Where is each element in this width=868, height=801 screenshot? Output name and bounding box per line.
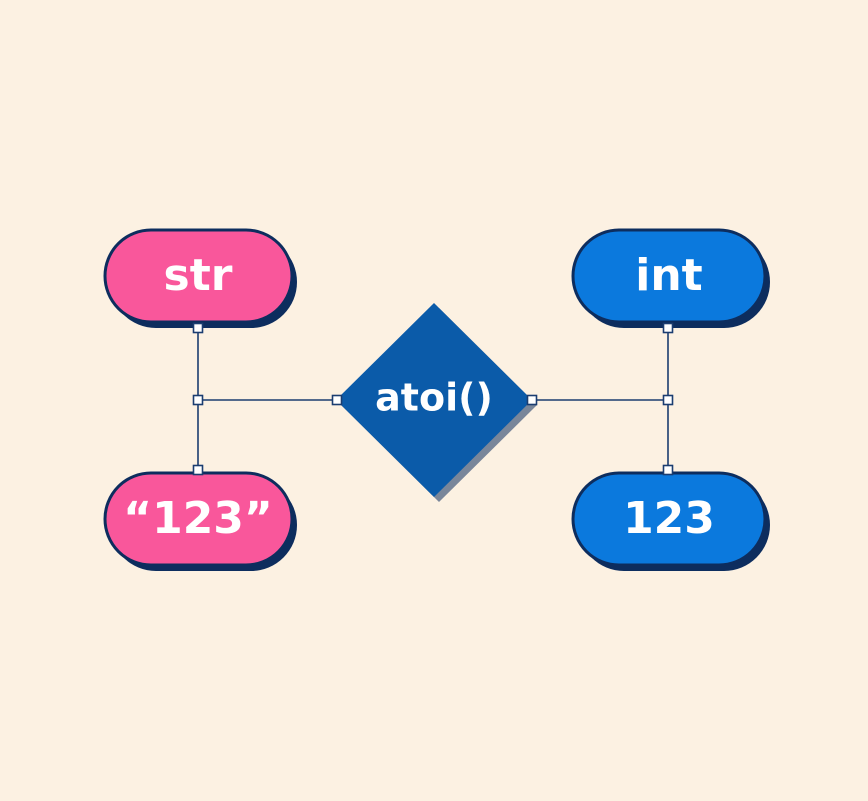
anchor-str-bottom[interactable] [192,322,204,334]
anchor-diamond-right[interactable] [526,394,538,406]
anchor-strvalue-top[interactable] [192,464,204,476]
node-atoi-function-body [336,303,532,497]
node-int-value-label: 123 [623,493,715,544]
anchor-layer [192,322,674,476]
node-int-type[interactable]: int [571,228,770,328]
node-int-type-label: int [635,250,702,301]
node-str-type-label: str [164,250,233,301]
anchor-intvalue-top[interactable] [662,464,674,476]
node-str-type[interactable]: str [103,228,297,328]
anchor-int-bottom[interactable] [662,322,674,334]
node-str-value-label: “123” [123,493,273,544]
node-str-type-body [103,228,294,324]
anchor-left-junction[interactable] [192,394,204,406]
anchor-right-junction[interactable] [662,394,674,406]
node-int-value[interactable]: 123 [571,471,770,571]
anchor-diamond-left[interactable] [331,394,343,406]
node-str-value[interactable]: “123” [103,471,297,571]
node-atoi-function[interactable]: atoi() [336,303,537,502]
node-atoi-function-label: atoi() [375,376,493,420]
node-int-type-body [571,228,767,324]
